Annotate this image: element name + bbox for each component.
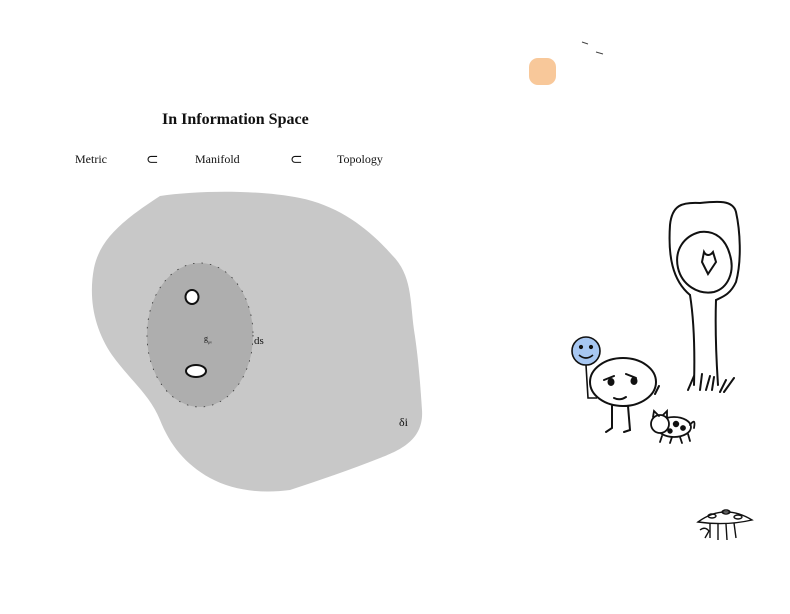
subset-symbol-1: ⊂ (146, 150, 159, 168)
tree-drawing (668, 200, 741, 393)
cat-drawing (650, 408, 696, 444)
line-element-symbol: ds (254, 335, 264, 347)
metric-tensor-subscript: μν (208, 339, 212, 345)
balloon-face (578, 344, 594, 359)
bird-icon (581, 41, 604, 55)
metric-tensor-symbol: gμν (204, 334, 212, 345)
mushroom-drawing (696, 509, 754, 541)
topology-region (91, 191, 423, 492)
delta-i-symbol: δi (399, 415, 408, 429)
topology-label: Topology (337, 152, 383, 166)
balloon-icon (571, 336, 601, 366)
point-upper (184, 289, 200, 305)
metric-tensor-letter: g (204, 334, 208, 343)
manifold-region (146, 262, 254, 408)
point-lower (185, 364, 207, 378)
subset-symbol-2: ⊂ (290, 150, 303, 168)
character-drawing (589, 357, 660, 433)
sun-shape (529, 58, 556, 85)
diagram-title: In Information Space (162, 111, 309, 128)
metric-label: Metric (75, 152, 107, 166)
manifold-label: Manifold (195, 152, 240, 166)
balloon-string (585, 364, 597, 399)
